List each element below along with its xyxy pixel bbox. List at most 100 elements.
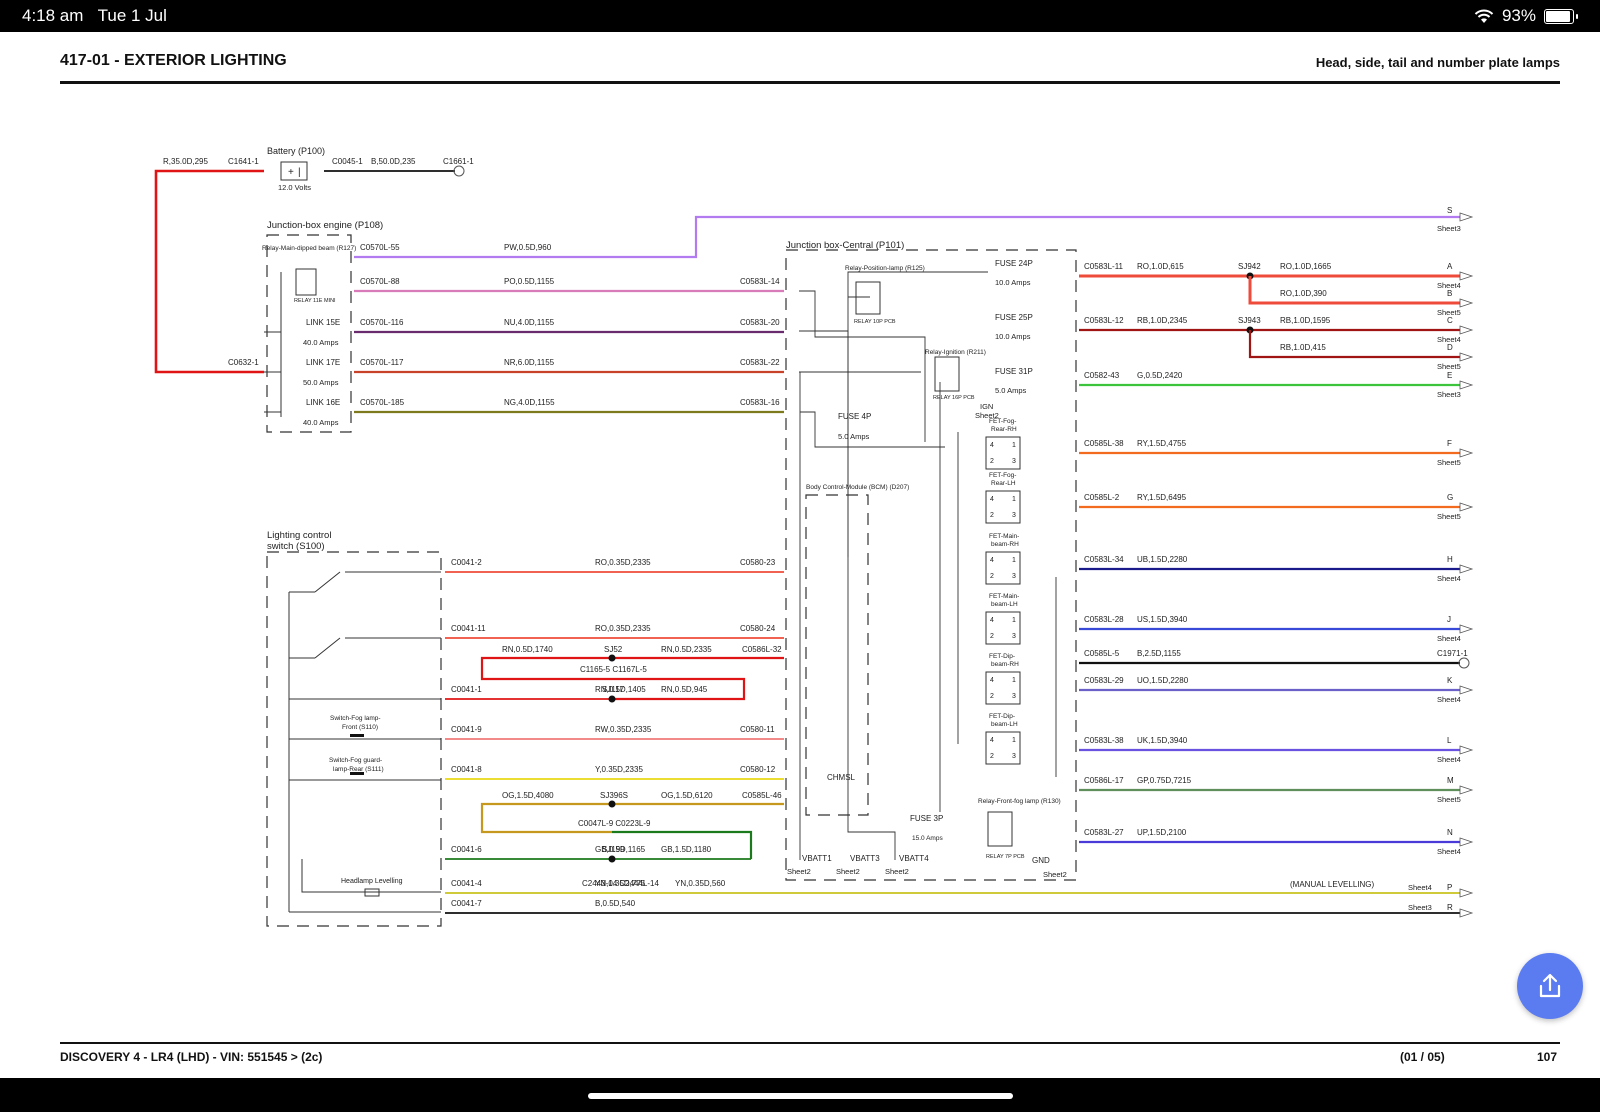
svg-text:G,0.5D,2420: G,0.5D,2420 bbox=[1137, 371, 1183, 380]
wire-spec-label: RO,0.35D,2335 bbox=[595, 624, 651, 633]
label-c1641: C1641-1 bbox=[228, 157, 259, 166]
wire-spec2-label: RN,0.5D,945 bbox=[661, 685, 708, 694]
label-og-4080: OG,1.5D,4080 bbox=[502, 791, 554, 800]
page-subtitle: Head, side, tail and number plate lamps bbox=[1315, 55, 1560, 70]
home-indicator[interactable] bbox=[588, 1093, 1013, 1099]
fuse25-amps: 10.0 Amps bbox=[995, 332, 1031, 341]
header-rule bbox=[60, 81, 1560, 84]
svg-text:Sheet4: Sheet4 bbox=[1437, 634, 1461, 643]
relay-dipped-label: Relay-Main-dipped beam (R127) bbox=[262, 245, 356, 252]
wire-from-label: C0041-6 bbox=[451, 845, 482, 854]
volts-label: 12.0 Volts bbox=[278, 183, 311, 192]
svg-text:Sheet5: Sheet5 bbox=[1437, 458, 1461, 467]
label-c1165: C1165-5 C1167L-5 bbox=[580, 665, 647, 674]
fuse4-amps: 5.0 Amps bbox=[838, 432, 870, 441]
fet-label: Rear-LH bbox=[991, 480, 1016, 487]
svg-text:3: 3 bbox=[1012, 573, 1016, 580]
svg-text:E: E bbox=[1447, 371, 1452, 380]
gnd-label: GND bbox=[1032, 856, 1050, 865]
svg-text:C0583L-28: C0583L-28 bbox=[1084, 615, 1124, 624]
wire-from-label: C0041-7 bbox=[451, 899, 482, 908]
wire-spec-label: NR,6.0D,1155 bbox=[504, 358, 555, 367]
svg-text:Sheet5: Sheet5 bbox=[1437, 362, 1461, 371]
vbatt4-label: VBATT4 bbox=[899, 854, 929, 863]
svg-text:US,1.5D,3940: US,1.5D,3940 bbox=[1137, 615, 1188, 624]
svg-text:C: C bbox=[1447, 316, 1453, 325]
link16-label: LINK 16E bbox=[306, 398, 340, 407]
share-icon bbox=[1539, 973, 1561, 998]
wire-from-label: C0041-8 bbox=[451, 765, 482, 774]
page-title: 417-01 - EXTERIOR LIGHTING bbox=[60, 52, 287, 69]
wire-from-label: C0570L-88 bbox=[360, 277, 400, 286]
vbatt3-label: VBATT3 bbox=[850, 854, 880, 863]
svg-text:A: A bbox=[1447, 262, 1453, 271]
bcm-label: Body Control-Module (BCM) (D207) bbox=[806, 484, 909, 491]
svg-text:F: F bbox=[1447, 439, 1452, 448]
footer-left: DISCOVERY 4 - LR4 (LHD) - VIN: 551545 > … bbox=[60, 1050, 323, 1064]
wifi-icon bbox=[1474, 9, 1494, 23]
link16-amps: 40.0 Amps bbox=[303, 418, 339, 427]
wire-from-label: C0041-1 bbox=[451, 685, 482, 694]
fet-label: beam-LH bbox=[991, 601, 1018, 608]
status-bar: 4:18 am Tue 1 Jul 93% bbox=[0, 0, 1600, 32]
svg-text:RB,1.0D,2345: RB,1.0D,2345 bbox=[1137, 316, 1188, 325]
wire-from-label: C0570L-116 bbox=[360, 318, 404, 327]
bcm-box bbox=[805, 494, 869, 816]
label-og-6120: OG,1.5D,6120 bbox=[661, 791, 713, 800]
svg-text:L: L bbox=[1447, 736, 1452, 745]
wire-to-label: C0583L-14 bbox=[740, 277, 780, 286]
wire-to-label: C0580-23 bbox=[740, 558, 776, 567]
svg-text:R: R bbox=[1447, 903, 1453, 912]
label-r350: R,35.0D,295 bbox=[163, 157, 208, 166]
wire-spec-label: PW,0.5D,960 bbox=[504, 243, 552, 252]
splice-dot bbox=[608, 855, 616, 863]
page-footer: DISCOVERY 4 - LR4 (LHD) - VIN: 551545 > … bbox=[60, 1050, 1560, 1064]
fuse4-label: FUSE 4P bbox=[838, 412, 871, 421]
svg-text:N: N bbox=[1447, 828, 1453, 837]
jb-central-box bbox=[785, 249, 1077, 881]
fet-label: beam-LH bbox=[991, 721, 1018, 728]
svg-text:Sheet4: Sheet4 bbox=[1437, 574, 1461, 583]
svg-text:J: J bbox=[1447, 615, 1451, 624]
manual-lev-label: (MANUAL LEVELLING) bbox=[1290, 880, 1375, 889]
share-button[interactable] bbox=[1517, 953, 1583, 1019]
svg-text:1: 1 bbox=[1012, 677, 1016, 684]
ign-label: IGN bbox=[980, 402, 993, 411]
svg-text:+: + bbox=[288, 167, 294, 178]
fet-label: FET-Fog- bbox=[989, 418, 1016, 425]
fet-label: Rear-RH bbox=[991, 426, 1017, 433]
label-c0047: C0047L-9 C0223L-9 bbox=[578, 819, 651, 828]
wire-spec2-label: YN,0.35D,560 bbox=[675, 879, 726, 888]
fet-label: FET-Fog- bbox=[989, 472, 1016, 479]
svg-text:4: 4 bbox=[990, 496, 994, 503]
relay-front-fog-label: Relay-Front-fog lamp (R130) bbox=[978, 798, 1061, 805]
relay-10p-label: RELAY 10P PCB bbox=[854, 319, 896, 325]
footer-rule bbox=[60, 1042, 1560, 1044]
lcs-label-2: switch (S100) bbox=[267, 541, 325, 552]
svg-text:Sheet4: Sheet4 bbox=[1437, 755, 1461, 764]
fet-label: FET-Dip- bbox=[989, 713, 1015, 720]
svg-text:C0585L-5: C0585L-5 bbox=[1084, 649, 1120, 658]
svg-text:P: P bbox=[1447, 883, 1452, 892]
svg-text:UO,1.5D,2280: UO,1.5D,2280 bbox=[1137, 676, 1189, 685]
status-right: 93% bbox=[1474, 6, 1578, 26]
svg-text:RO,1.0D,615: RO,1.0D,615 bbox=[1137, 262, 1184, 271]
jb-engine-label: Junction-box engine (P108) bbox=[267, 220, 383, 231]
label-c0045: C0045-1 bbox=[332, 157, 363, 166]
svg-text:1: 1 bbox=[1012, 557, 1016, 564]
wire-spec-label: RO,0.35D,2335 bbox=[595, 558, 651, 567]
relay-11e-label: RELAY 11E MINI bbox=[294, 298, 336, 304]
svg-text:3: 3 bbox=[1012, 512, 1016, 519]
